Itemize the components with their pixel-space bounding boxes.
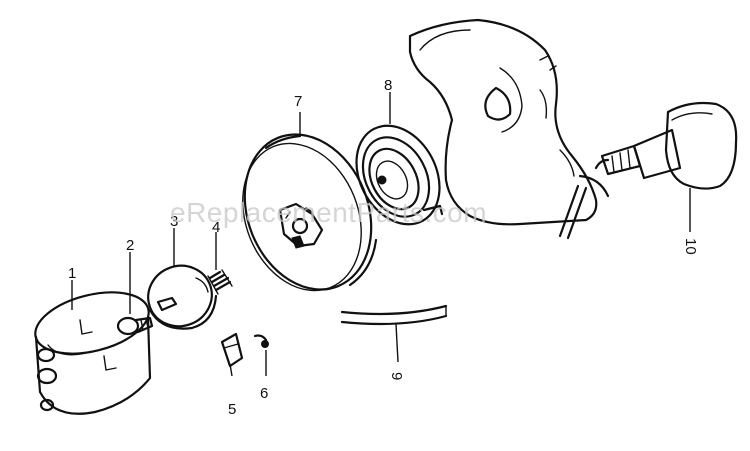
callout-2: 2 — [126, 237, 134, 254]
part-7-pulley[interactable] — [222, 115, 394, 308]
starter-housing[interactable] — [408, 18, 610, 240]
part-6-small-spring[interactable] — [253, 334, 269, 348]
part-5-pawl[interactable] — [220, 332, 244, 368]
leader-lines — [71, 92, 691, 377]
watermark-text: eReplacementParts.com — [170, 197, 487, 228]
callout-4: 4 — [212, 219, 220, 236]
part-8-recoil-spring[interactable] — [340, 111, 456, 239]
part-9-rope[interactable] — [340, 304, 448, 326]
callout-10: 10 — [682, 238, 699, 255]
callout-7: 7 — [294, 93, 302, 110]
callout-6: 6 — [260, 385, 268, 402]
callout-5: 5 — [228, 401, 236, 418]
part-10-handle[interactable] — [594, 101, 738, 190]
callout-3: 3 — [170, 213, 178, 230]
part-3-ratchet[interactable] — [140, 257, 221, 335]
part-2-screw[interactable] — [116, 316, 154, 336]
callout-1: 1 — [68, 265, 76, 282]
part-1-starter-cup[interactable] — [29, 282, 155, 415]
callout-8: 8 — [384, 77, 392, 94]
callout-labels: 1 2 3 4 5 6 7 8 9 10 — [68, 77, 699, 418]
part-4-spring[interactable] — [207, 269, 233, 295]
callout-9: 9 — [388, 372, 405, 380]
